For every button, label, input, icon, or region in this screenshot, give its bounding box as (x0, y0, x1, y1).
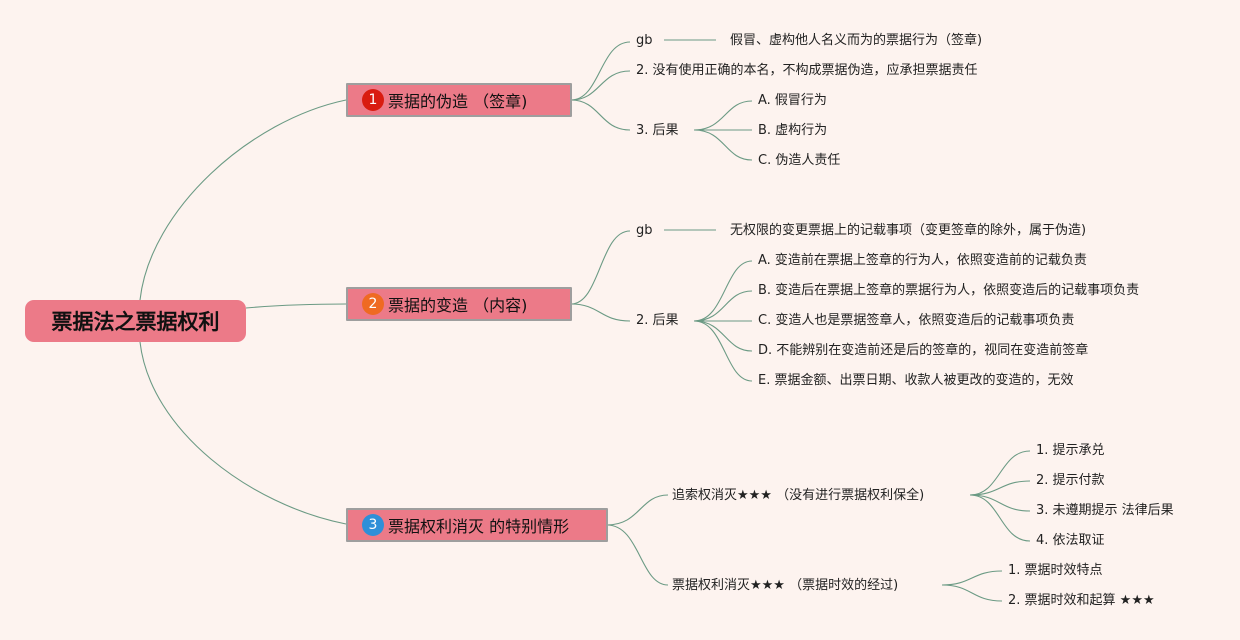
branch-1-forgery[interactable]: 1 票据的伪造 （签章) (346, 83, 572, 117)
link-b3-i2-c2 (941, 584, 1003, 602)
b1-item-2-label[interactable]: 2. 没有使用正确的本名，不构成票据伪造，应承担票据责任 (636, 63, 978, 78)
link-b2-c2 (693, 290, 753, 322)
b2-item-2-label[interactable]: 2. 后果 (636, 313, 679, 328)
b2-item-2-child-4[interactable]: D. 不能辨别在变造前还是后的签章的，视同在变造前签章 (758, 343, 1089, 358)
link-root-branch-1 (139, 99, 347, 301)
link-b1-item-1 (570, 41, 631, 101)
link-b2-c4 (693, 320, 753, 352)
link-b3-i1-c3 (969, 494, 1031, 512)
number-badge-1: 1 (362, 89, 384, 111)
link-b3-i1-c1 (969, 450, 1031, 496)
link-b1-item-2 (570, 70, 631, 101)
link-b3-i1-c2 (969, 480, 1031, 496)
b1-item-3-child-2[interactable]: B. 虚构行为 (758, 123, 828, 138)
branch-2-label: 票据的变造 （内容) (388, 296, 528, 315)
b2-item-2-child-2[interactable]: B. 变造后在票据上签章的票据行为人，依照变造后的记载事项负责 (758, 283, 1140, 298)
b1-item-3-child-1[interactable]: A. 假冒行为 (758, 93, 827, 108)
link-b2-c1 (693, 260, 753, 322)
b2-item-1-label[interactable]: gb (636, 223, 653, 238)
b1-item-1-note[interactable]: 假冒、虚构他人名义而为的票据行为（签章) (730, 33, 983, 48)
link-b3-item-1 (606, 494, 669, 526)
link-b1-c1 (693, 100, 753, 131)
b3-item-1-child-3[interactable]: 3. 未遵期提示 法律后果 (1036, 503, 1174, 518)
branch-2-alteration[interactable]: 2 票据的变造 （内容) (346, 287, 572, 321)
link-b3-i2-c1 (941, 570, 1003, 586)
link-b2-item-2 (570, 303, 631, 322)
b1-item-1-label[interactable]: gb (636, 33, 653, 48)
b3-item-2-child-2[interactable]: 2. 票据时效和起算 ★★★ (1008, 593, 1155, 608)
root-topic[interactable]: 票据法之票据权利 (25, 300, 246, 342)
link-b1-item-3 (570, 99, 631, 131)
b1-item-3-child-3[interactable]: C. 伪造人责任 (758, 153, 841, 168)
branch-1-label: 票据的伪造 （签章) (388, 92, 528, 111)
b2-item-2-child-5[interactable]: E. 票据金额、出票日期、收款人被更改的变造的，无效 (758, 373, 1074, 388)
b3-item-1-child-2[interactable]: 2. 提示付款 (1036, 473, 1105, 488)
link-b3-item-2 (606, 524, 669, 586)
branch-3-extinction[interactable]: 3 票据权利消灭 的特别情形 (346, 508, 608, 542)
b2-item-2-child-1[interactable]: A. 变造前在票据上签章的行为人，依照变造前的记载负责 (758, 253, 1087, 268)
link-root-branch-2 (245, 303, 347, 309)
link-root-branch-3 (139, 341, 347, 525)
b3-item-2-label[interactable]: 票据权利消灭★★★ （票据时效的经过) (672, 578, 899, 593)
link-b2-item-1 (570, 230, 631, 305)
branch-3-label: 票据权利消灭 的特别情形 (388, 517, 570, 536)
b2-item-2-child-3[interactable]: C. 变造人也是票据签章人，依照变造后的记载事项负责 (758, 313, 1075, 328)
b2-item-1-note[interactable]: 无权限的变更票据上的记载事项（变更签章的除外，属于伪造) (730, 223, 1087, 238)
b1-item-3-label[interactable]: 3. 后果 (636, 123, 679, 138)
b3-item-1-child-1[interactable]: 1. 提示承兑 (1036, 443, 1105, 458)
b3-item-2-child-1[interactable]: 1. 票据时效特点 (1008, 563, 1103, 578)
number-badge-2: 2 (362, 293, 384, 315)
b3-item-1-child-4[interactable]: 4. 依法取证 (1036, 533, 1105, 548)
root-topic-label: 票据法之票据权利 (51, 310, 220, 334)
b3-item-1-label[interactable]: 追索权消灭★★★ （没有进行票据权利保全) (672, 488, 925, 503)
link-b3-i1-c4 (969, 494, 1031, 542)
number-badge-3: 3 (362, 514, 384, 536)
link-b2-c5 (693, 320, 753, 382)
link-b1-c3 (693, 129, 753, 161)
